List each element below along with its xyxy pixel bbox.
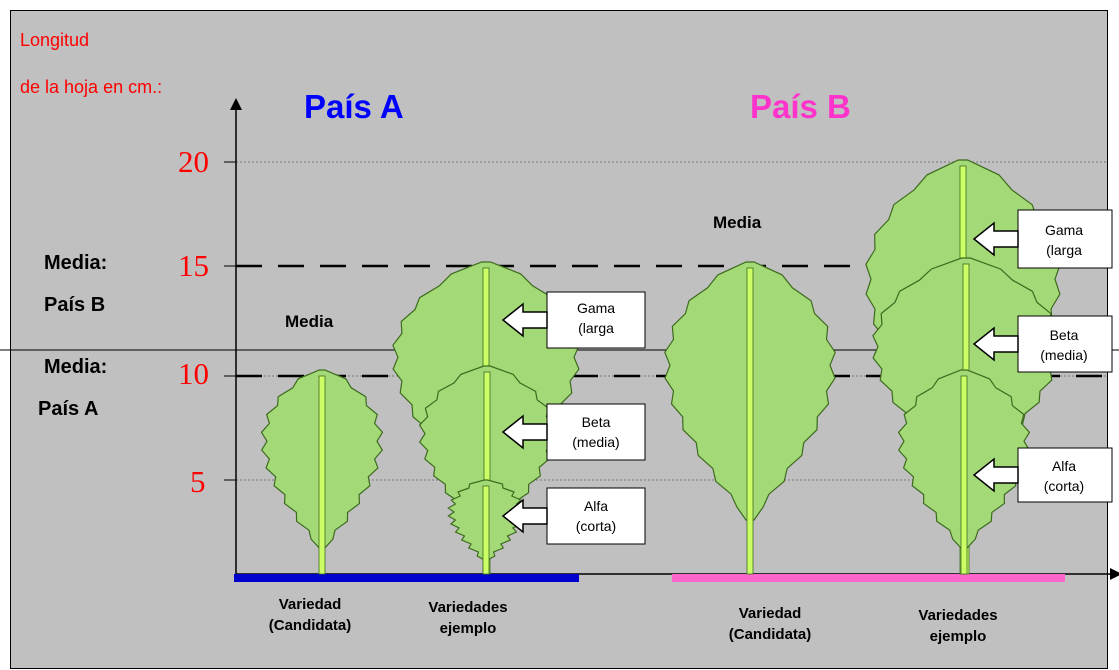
callout-a-gama-box	[546, 291, 646, 349]
y-tick-label-20: 20	[178, 144, 209, 179]
callout-b-alfa-line2: (corta)	[1043, 478, 1085, 494]
callout-b-beta-arrow	[972, 326, 1019, 362]
media-label-country-b: Media	[713, 213, 762, 232]
callout-a-gama-arrow	[501, 302, 548, 338]
bottom-label-b-ejemplo-line2: ejemplo	[929, 628, 987, 645]
y-tick-label-10: 10	[178, 356, 209, 391]
country-a-title: País A	[304, 88, 404, 125]
mean-a-label-line2: País A	[38, 398, 99, 420]
callout-b-alfa-arrow	[972, 457, 1019, 493]
bottom-label-a-variedad: Variedad (Candidata)	[250, 594, 370, 636]
country-b-bar	[672, 574, 1065, 582]
y-tick-label-5: 5	[190, 464, 206, 499]
leaf-a-candidate-stem	[318, 375, 326, 575]
bottom-label-a-ejemplo-line2: ejemplo	[439, 620, 497, 637]
callout-b-gama-line2: (larga	[1046, 242, 1082, 258]
bottom-label-a-variedad-line1: Variedad	[278, 596, 342, 613]
callout-a-alfa-line1: Alfa	[583, 498, 609, 514]
y-axis-title-line1: Longitud	[20, 30, 90, 50]
callout-a-alfa-arrow	[501, 498, 548, 534]
bottom-label-a-ejemplo: Variedades ejemplo	[408, 597, 528, 639]
y-axis-title-line2: de la hoja en cm.:	[20, 77, 163, 97]
media-label-country-a: Media	[285, 312, 334, 331]
callout-a-beta-arrow	[501, 414, 548, 450]
mean-b-label-line1: Media:	[44, 252, 108, 274]
callout-a-beta-text: Beta (media)	[547, 412, 645, 452]
callout-b-beta-box	[1017, 315, 1113, 373]
country-b-title: País B	[750, 88, 851, 125]
callout-b-beta-text: Beta (media)	[1018, 325, 1110, 365]
callout-b-alfa-box	[1017, 447, 1113, 503]
callout-a-alfa-text: Alfa (corta)	[547, 496, 645, 536]
callout-b-beta-line1: Beta	[1049, 327, 1079, 343]
bottom-label-b-variedad-line1: Variedad	[738, 605, 802, 622]
callout-b-gama-arrow	[972, 221, 1019, 257]
callout-a-alfa-box	[546, 487, 646, 545]
callout-b-alfa-text: Alfa (corta)	[1018, 456, 1110, 496]
leaf-b-alfa-stem	[960, 375, 968, 575]
bottom-label-b-variedad: Variedad (Candidata)	[710, 603, 830, 645]
callout-a-beta-line2: (media)	[572, 434, 620, 450]
bottom-label-a-variedad-line2: (Candidata)	[268, 617, 352, 634]
callout-a-gama-line1: Gama	[576, 300, 616, 316]
callout-b-gama-box	[1017, 209, 1113, 269]
bottom-label-a-ejemplo-line1: Variedades	[428, 599, 508, 616]
callout-b-beta-line2: (media)	[1040, 347, 1088, 363]
callouts-group	[501, 209, 1113, 545]
mean-b-label-line2: País B	[44, 294, 106, 316]
callout-b-gama-text: Gama (larga	[1018, 220, 1110, 260]
callout-a-alfa-line2: (corta)	[575, 518, 617, 534]
mean-a-label-line1: Media:	[44, 356, 108, 378]
callout-b-alfa-line1: Alfa	[1051, 458, 1077, 474]
callout-a-beta-box	[546, 403, 646, 461]
callout-a-beta-line1: Beta	[581, 414, 611, 430]
callout-a-gama-line2: (larga	[578, 320, 614, 336]
bottom-label-b-ejemplo: Variedades ejemplo	[898, 605, 1018, 647]
leaf-b-candidate-stem	[746, 267, 754, 575]
bottom-label-b-variedad-line2: (Candidata)	[728, 626, 812, 643]
country-a-bar	[234, 574, 579, 582]
callout-a-gama-text: Gama (larga	[547, 298, 645, 338]
y-tick-label-15: 15	[178, 248, 209, 283]
leaves-group	[260, 159, 1061, 575]
leaf-a-alfa-stem	[482, 485, 490, 575]
callout-b-gama-line1: Gama	[1044, 222, 1084, 238]
bottom-label-b-ejemplo-line1: Variedades	[918, 607, 998, 624]
